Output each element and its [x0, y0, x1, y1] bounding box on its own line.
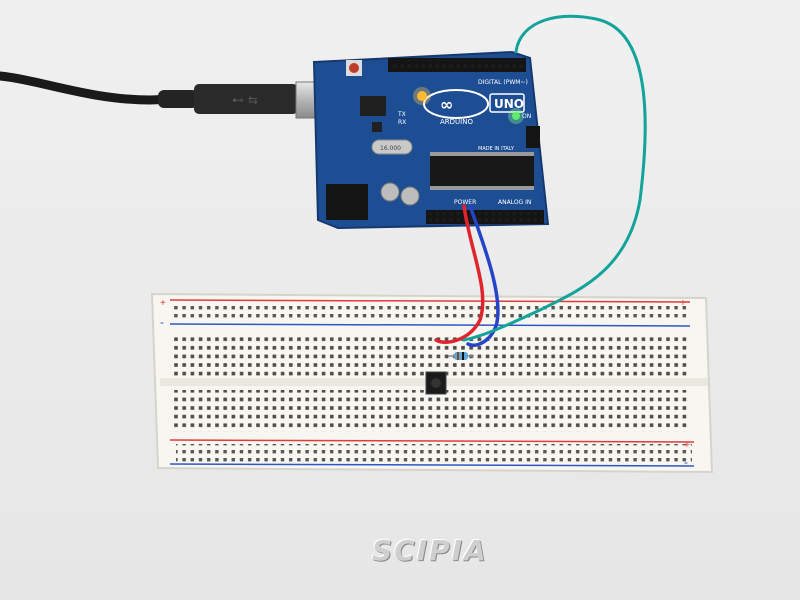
arduino-uno-board: ∞ UNO ARDUINO DIGITAL (PWM~) ANALOG IN P… [312, 50, 550, 230]
top-plus-label-right: + [680, 298, 686, 309]
power-label: POWER [454, 199, 476, 206]
svg-text:⊷ ⇆: ⊷ ⇆ [232, 93, 258, 107]
analog-label: ANALOG IN [498, 199, 531, 206]
on-label: ON [522, 113, 531, 120]
board-model: UNO [494, 97, 524, 111]
scipia-watermark: SCIPIA [372, 534, 488, 567]
svg-text:∞: ∞ [440, 95, 453, 114]
digital-label: DIGITAL (PWM~) [478, 79, 528, 86]
top-minus-label: - [160, 315, 164, 329]
rx-label: RX [398, 119, 406, 126]
tx-label: TX [397, 111, 406, 118]
made-label: MADE IN ITALY [478, 146, 515, 152]
top-plus-label: + [160, 298, 166, 309]
breadboard: + - + + - [150, 292, 714, 474]
board-brand: ARDUINO [440, 118, 473, 126]
jumper-wires [434, 14, 647, 347]
bottom-minus-label: - [684, 455, 688, 469]
crystal-label: 16.000 [380, 145, 401, 152]
bottom-plus-label: + [684, 440, 690, 451]
